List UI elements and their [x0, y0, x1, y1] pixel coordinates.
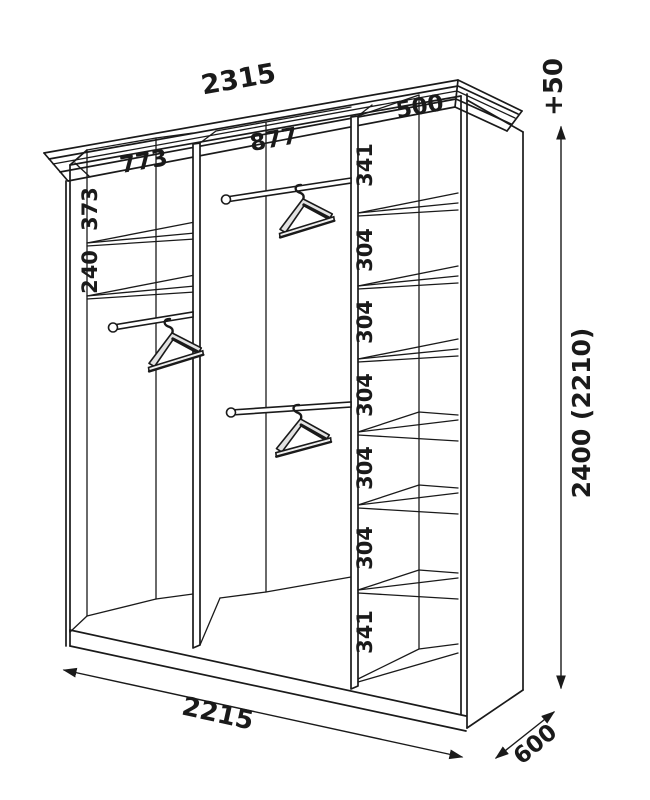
left-shelf-2 — [86, 274, 196, 300]
label-right-gap-3: 304 — [353, 300, 377, 344]
label-top-width: 2315 — [199, 58, 278, 102]
left-section — [86, 132, 196, 617]
plinth — [69, 629, 467, 732]
column-shelf-1 — [357, 192, 459, 217]
label-right-gap-7: 341 — [353, 610, 377, 654]
middle-section — [192, 106, 352, 649]
label-right-gap-1: 341 — [353, 143, 377, 187]
label-right-gap-2: 304 — [353, 228, 377, 272]
left-rod — [107, 311, 194, 333]
label-middle-section-width: 877 — [248, 123, 300, 157]
column-shelf-6 — [357, 569, 459, 600]
label-right-gap-4: 304 — [353, 373, 377, 417]
label-crown-extra-height: +50 — [539, 58, 569, 116]
label-right-gap-6: 304 — [353, 526, 377, 570]
middle-upper-rod — [220, 177, 352, 205]
depth-dimension-line — [494, 711, 556, 759]
column-shelf-2 — [357, 265, 459, 290]
dimension-labels: 2315 +50 2400 (2210) 2215 600 773 877 50… — [78, 58, 596, 770]
hanging-rods — [107, 177, 352, 459]
width-dimension-line — [62, 667, 464, 760]
label-overall-height: 2400 (2210) — [567, 328, 596, 499]
label-left-gap-1: 373 — [78, 187, 102, 231]
middle-lower-rod — [225, 401, 352, 418]
label-depth: 600 — [509, 719, 562, 770]
left-shelf-1 — [86, 221, 196, 247]
label-right-gap-5: 304 — [353, 446, 377, 490]
dimension-lines — [62, 125, 566, 760]
column-shelf-5 — [357, 484, 459, 515]
column-shelf-3 — [357, 338, 459, 363]
label-carcass-width: 2215 — [179, 692, 256, 737]
label-left-gap-2: 240 — [78, 250, 102, 294]
column-shelf-4 — [357, 411, 459, 442]
